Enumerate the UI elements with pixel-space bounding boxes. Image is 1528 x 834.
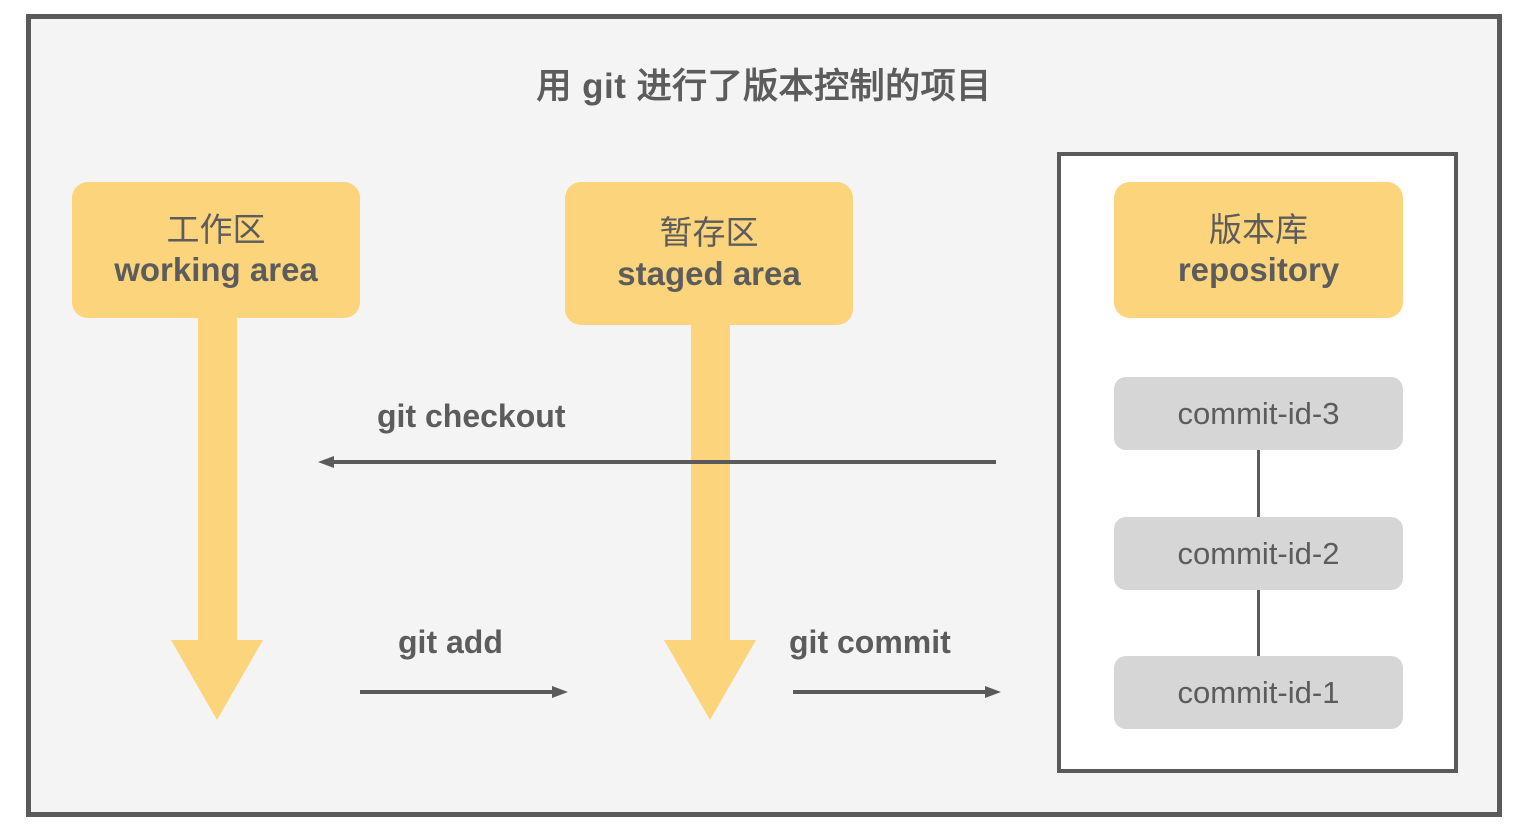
commit-box-3[interactable]: commit-id-3 — [1114, 377, 1403, 450]
git-commit-label: git commit — [789, 624, 951, 660]
working-area-label-en: working area — [114, 251, 318, 288]
arrow-head-right-icon — [985, 686, 1001, 698]
staged-area-label-en: staged area — [617, 254, 801, 292]
commit-box-2[interactable]: commit-id-2 — [1114, 517, 1403, 590]
diagram-title: 用 git 进行了版本控制的项目 — [536, 67, 992, 106]
arrow-shaft — [691, 318, 730, 640]
arrow-head-right-icon — [552, 686, 568, 698]
working-area-box[interactable]: 工作区 working area — [72, 182, 360, 318]
arrow-head — [171, 640, 263, 720]
working-area-label-cn: 工作区 — [166, 210, 266, 248]
repository-label-en: repository — [1177, 251, 1340, 288]
commit-link-3-2 — [1257, 450, 1260, 517]
git-add-arrow — [360, 686, 568, 698]
commit-link-2-1 — [1257, 590, 1260, 656]
arrow-line — [360, 690, 554, 694]
arrow-line — [332, 460, 996, 464]
arrow-shaft — [198, 310, 237, 640]
git-commit-arrow — [793, 686, 1001, 698]
staged-area-down-arrow — [664, 318, 756, 720]
arrow-head — [664, 640, 756, 720]
repository-box[interactable]: 版本库 repository — [1114, 182, 1403, 318]
arrow-head-left-icon — [318, 456, 334, 468]
repository-label-cn: 版本库 — [1209, 210, 1308, 248]
git-add-label: git add — [398, 624, 503, 660]
commit-box-1[interactable]: commit-id-1 — [1114, 656, 1403, 729]
staged-area-label-cn: 暂存区 — [659, 214, 759, 252]
staged-area-box[interactable]: 暂存区 staged area — [565, 182, 853, 325]
working-area-down-arrow — [171, 310, 263, 720]
git-checkout-label: git checkout — [377, 398, 566, 434]
arrow-line — [793, 690, 987, 694]
git-checkout-arrow — [318, 456, 996, 468]
